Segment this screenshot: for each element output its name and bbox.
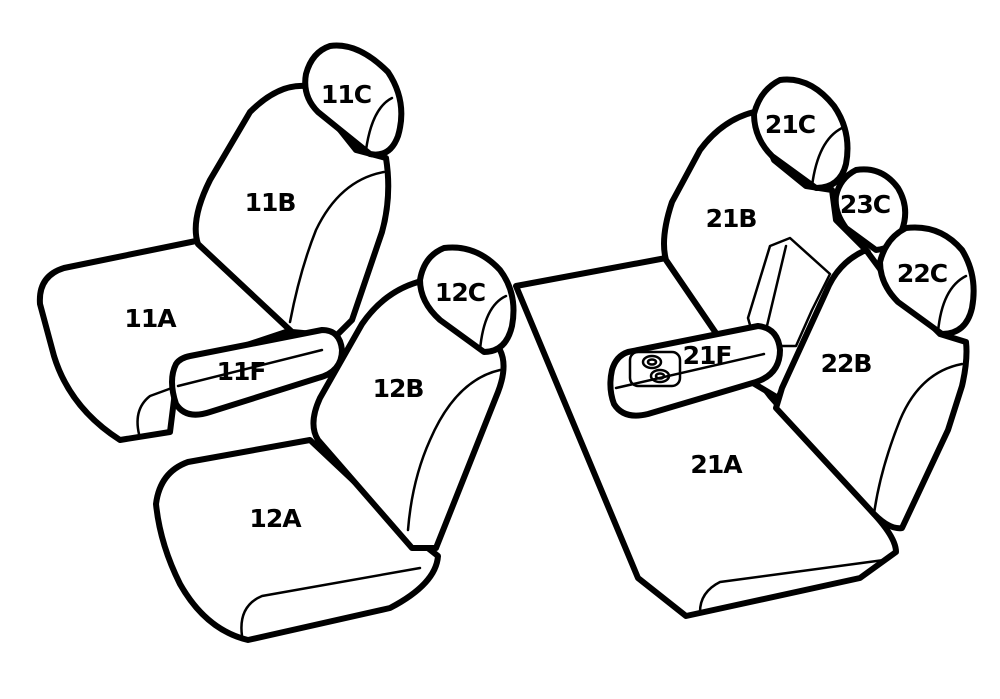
part-11C-inner-line — [364, 96, 394, 152]
label-21F: 21F — [683, 341, 732, 370]
part-21C-headrest[interactable] — [751, 76, 851, 191]
part-21A-inner-line — [698, 558, 886, 614]
label-11B: 11B — [245, 188, 296, 217]
label-12B: 12B — [373, 374, 424, 403]
label-21B: 21B — [706, 204, 757, 233]
cup-holder-icon — [628, 350, 682, 388]
part-21C-inner-line — [810, 126, 844, 188]
front-right-seat — [153, 244, 517, 643]
part-11C-headrest[interactable] — [302, 42, 405, 158]
part-12A-inner-line — [240, 566, 422, 638]
part-12A-cushion[interactable] — [153, 437, 441, 643]
part-22C-headrest[interactable] — [877, 224, 977, 337]
part-11F-inner-line — [176, 348, 324, 388]
part-22B-inner-line — [872, 362, 964, 516]
part-11B-inner-line — [288, 170, 386, 324]
part-11F-armrest[interactable] — [169, 327, 345, 418]
part-11A-inner-line — [136, 383, 182, 440]
part-12B-inner-line — [406, 368, 502, 532]
label-11C: 11C — [321, 80, 371, 109]
label-21C: 21C — [765, 110, 815, 139]
label-21A: 21A — [690, 450, 743, 479]
label-23C: 23C — [840, 190, 890, 219]
label-12C: 12C — [435, 278, 485, 307]
part-12B-backrest[interactable] — [310, 279, 507, 551]
part-21B-center-insert-line — [764, 244, 788, 332]
rear-bench — [513, 76, 977, 619]
label-11F: 11F — [217, 357, 266, 386]
label-22B: 22B — [821, 349, 872, 378]
part-12C-inner-line — [478, 294, 508, 352]
part-22C-inner-line — [936, 274, 968, 334]
part-labels: 11C 11B 11A 11F 12C 12B 12A 21C 23C 21B … — [124, 80, 948, 533]
part-11A-cushion[interactable] — [36, 238, 295, 443]
front-left-seat — [36, 42, 405, 443]
part-11B-backrest[interactable] — [192, 82, 392, 339]
label-11A: 11A — [124, 304, 177, 333]
part-21B-center-insert — [746, 236, 832, 348]
label-12A: 12A — [249, 504, 302, 533]
part-12C-headrest[interactable] — [417, 244, 517, 355]
part-21F-inner-line — [614, 352, 766, 390]
label-22C: 22C — [897, 259, 947, 288]
